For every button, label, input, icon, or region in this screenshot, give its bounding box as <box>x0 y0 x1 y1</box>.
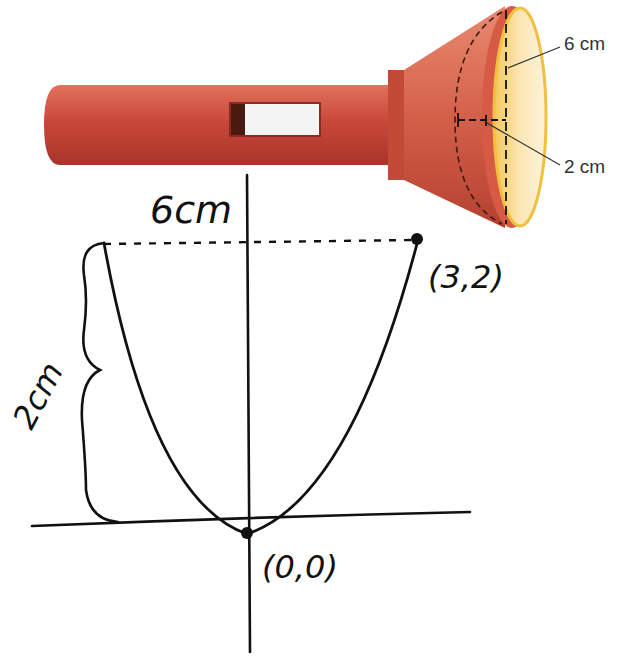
point-label: (0,0) <box>262 550 338 585</box>
depth-line <box>458 119 506 121</box>
parabola <box>104 240 418 534</box>
lens <box>494 8 546 226</box>
brace <box>82 243 118 522</box>
handwritten-dimension: 2cm <box>7 357 71 435</box>
point <box>411 233 423 245</box>
point-label: (3,2) <box>428 260 504 295</box>
handwritten-dimension: 6cm <box>150 190 232 232</box>
diameter-line <box>505 10 507 224</box>
leader-line <box>487 123 560 165</box>
leader-line <box>508 47 560 68</box>
switch <box>230 103 320 136</box>
dimension-label: 6 cm <box>564 34 605 55</box>
flashlight-body <box>44 85 392 165</box>
reflector-outline <box>455 12 502 224</box>
dimension-label: 2 cm <box>564 157 605 178</box>
tick <box>485 115 487 126</box>
point <box>241 527 253 539</box>
width-line <box>104 240 414 244</box>
tick <box>457 113 459 127</box>
y-axis <box>247 175 250 652</box>
switch-slider <box>231 104 245 135</box>
